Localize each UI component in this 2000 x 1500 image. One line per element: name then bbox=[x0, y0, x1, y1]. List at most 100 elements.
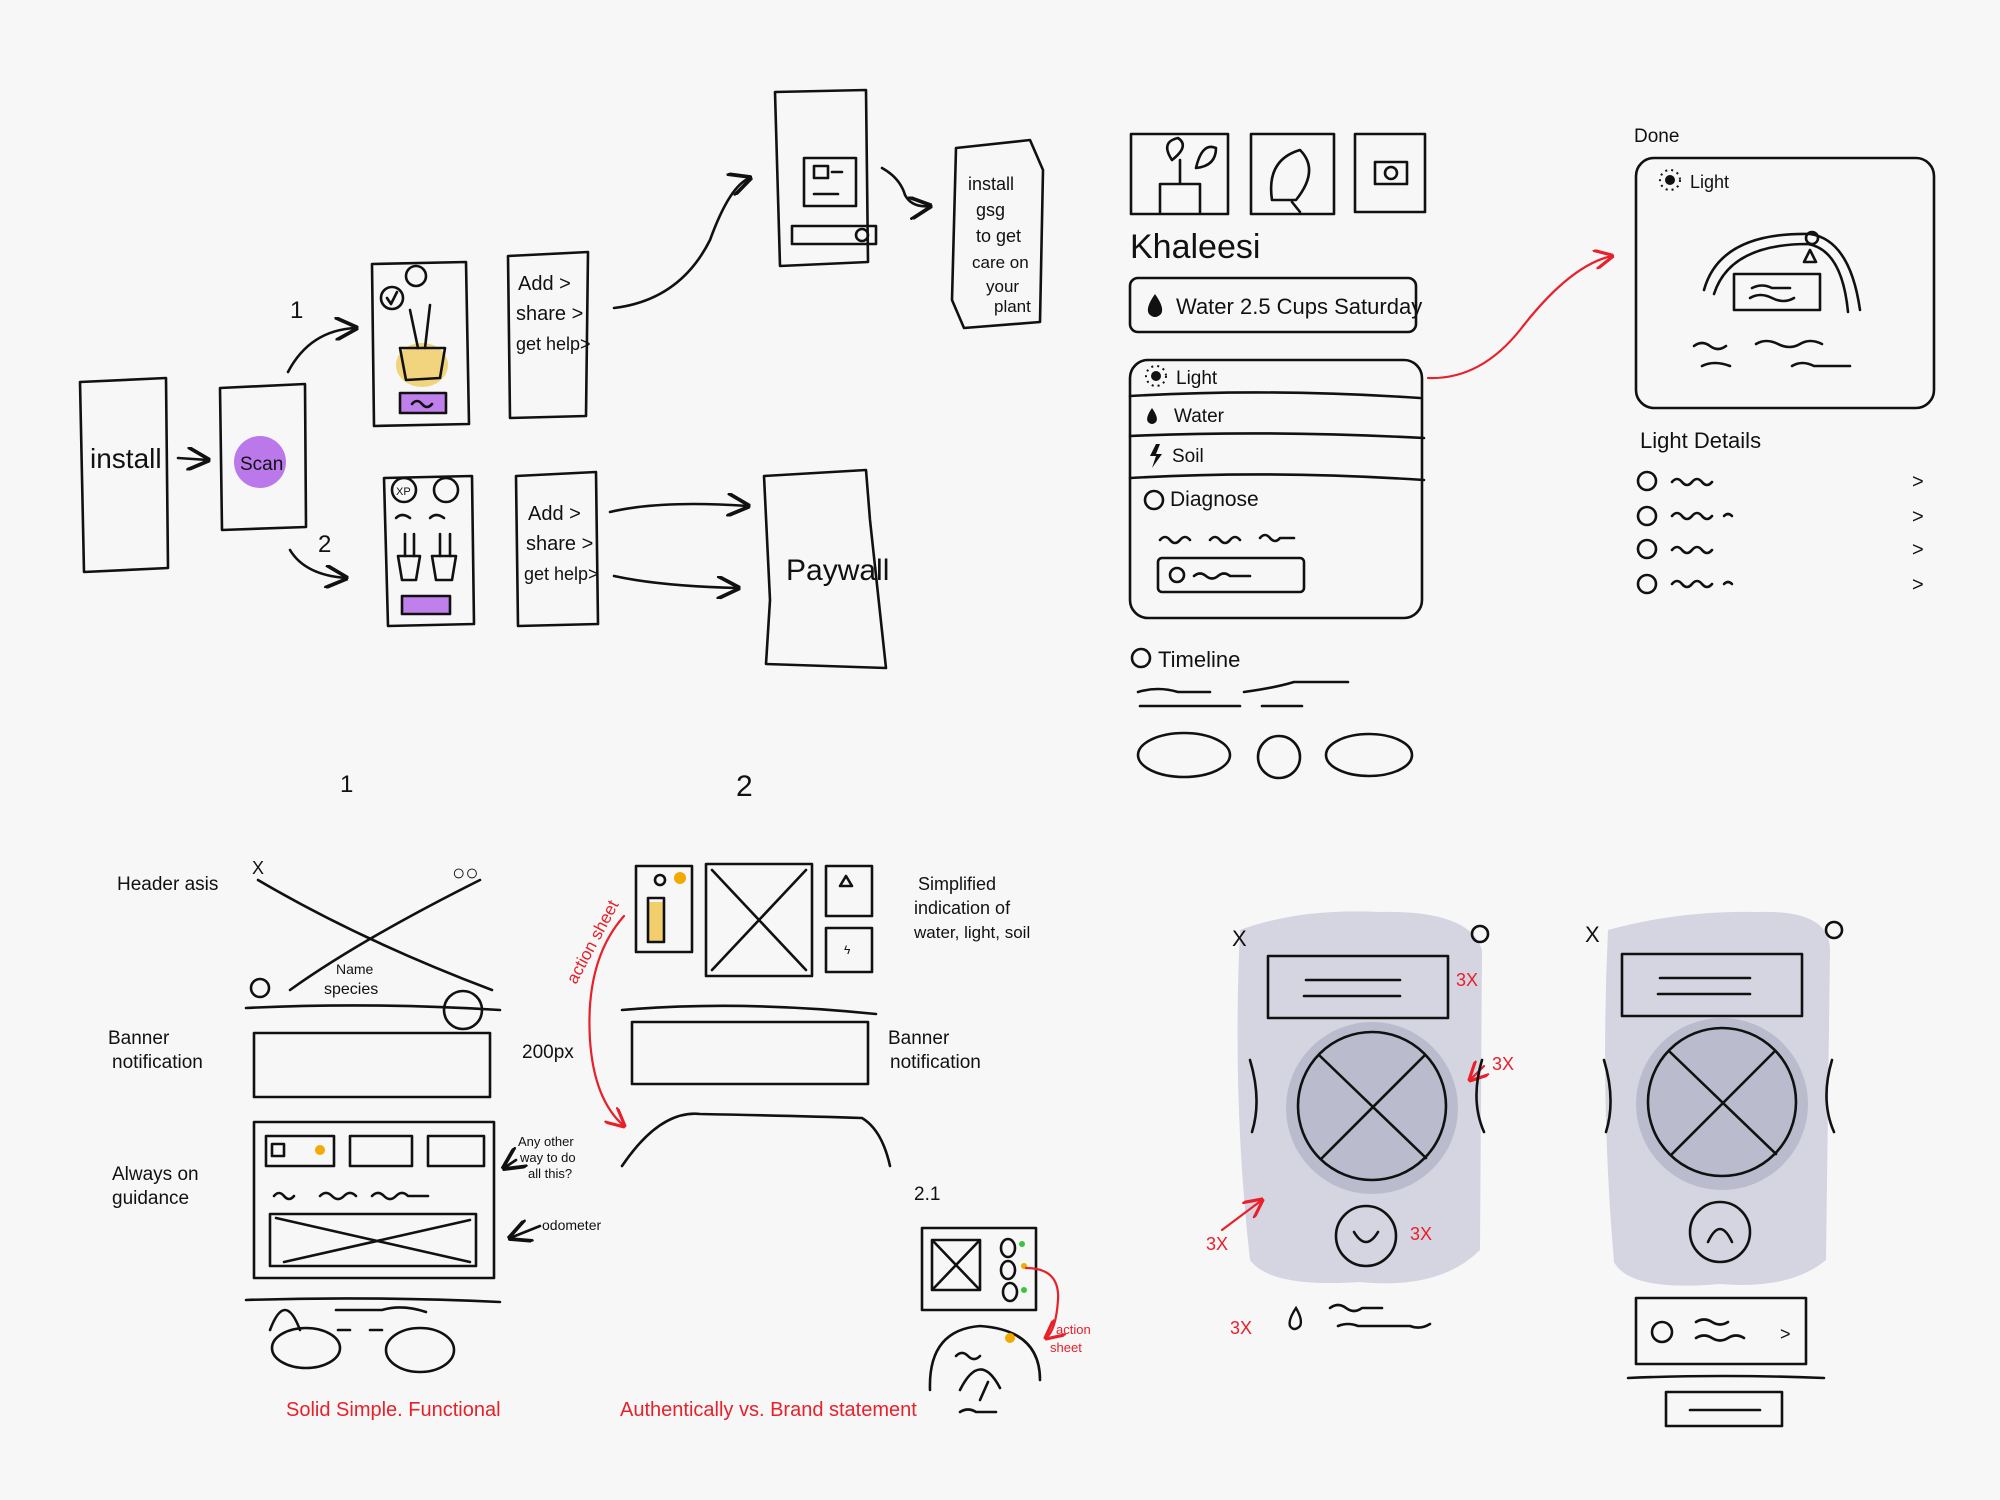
guidance-card bbox=[252, 1120, 496, 1280]
continue-button bbox=[398, 391, 448, 415]
paywall-screen: Paywall bbox=[762, 468, 889, 670]
chevron-right-icon: > bbox=[1912, 471, 1924, 493]
arrow bbox=[608, 504, 748, 512]
arrow bbox=[612, 178, 750, 310]
annotation: water, light, soil bbox=[913, 923, 1030, 942]
timeline-item bbox=[1256, 734, 1302, 780]
light-card bbox=[1634, 156, 1936, 410]
menu-item-share: share > bbox=[526, 533, 593, 555]
more-icon[interactable] bbox=[1470, 924, 1490, 944]
gsg-line: gsg bbox=[976, 200, 1005, 220]
care-row-water: Water bbox=[1147, 406, 1225, 427]
annotation: Banner bbox=[108, 1028, 170, 1049]
banner-placeholder bbox=[1620, 952, 1804, 1018]
sun-icon bbox=[1151, 371, 1161, 381]
check-icon bbox=[379, 285, 405, 311]
arrow bbox=[176, 458, 208, 460]
species-placeholder: species bbox=[324, 981, 378, 998]
annotation: Always on bbox=[112, 1164, 199, 1185]
annotation: all this? bbox=[528, 1166, 572, 1181]
scan-button bbox=[234, 436, 286, 488]
diagnose-button bbox=[1156, 556, 1306, 594]
input-field bbox=[790, 224, 878, 246]
menu-item-add: Add > bbox=[518, 273, 571, 295]
annotation: 3X bbox=[1230, 1318, 1252, 1338]
add-photo-button bbox=[1353, 132, 1427, 214]
action-button bbox=[1688, 1200, 1752, 1264]
annotation: action bbox=[1056, 1322, 1091, 1337]
odometer-placeholder bbox=[268, 1212, 478, 1268]
multi-plant-result-screen: XP bbox=[382, 474, 476, 628]
care-row-label: Diagnose bbox=[1170, 488, 1259, 511]
install-label: install bbox=[90, 443, 162, 474]
lightning-icon bbox=[1150, 444, 1162, 468]
menu-item-get-help: get help> bbox=[516, 334, 591, 354]
scan-screen: Scan bbox=[218, 382, 308, 532]
email-screen bbox=[773, 88, 878, 268]
chevron-right-icon: > bbox=[1912, 506, 1924, 528]
option-number: 1 bbox=[340, 771, 353, 798]
install-screen: install bbox=[78, 376, 170, 574]
plant-detail-screen: Khaleesi Water 2.5 Cups Saturday Light W… bbox=[1128, 132, 1427, 780]
plant-image-placeholder bbox=[1646, 1026, 1798, 1178]
single-plant-result-screen bbox=[370, 260, 471, 428]
timeline-item bbox=[1136, 731, 1232, 779]
xp-badge-icon bbox=[404, 264, 428, 288]
water-drop-icon bbox=[1147, 408, 1157, 424]
close-icon[interactable]: X bbox=[1585, 922, 1600, 947]
scan-label: Scan bbox=[240, 454, 283, 475]
xp-badge-icon bbox=[432, 476, 460, 504]
option-number: 2.1 bbox=[914, 1184, 940, 1205]
annotation: notification bbox=[112, 1052, 203, 1073]
annotation: guidance bbox=[112, 1188, 189, 1209]
list-item[interactable]: > bbox=[1636, 470, 1924, 493]
timeline-icon bbox=[1130, 647, 1152, 669]
care-row-label: Light bbox=[1176, 368, 1218, 389]
gsg-line: to get bbox=[976, 226, 1021, 246]
plant-pot-icon bbox=[398, 346, 447, 382]
arrow bbox=[286, 328, 356, 374]
more-icon[interactable] bbox=[1824, 920, 1844, 940]
list-item[interactable]: > bbox=[1636, 573, 1924, 596]
xp-badge-label: XP bbox=[396, 486, 411, 498]
branch-2-label: 2 bbox=[318, 531, 331, 558]
list-item[interactable]: > bbox=[1636, 505, 1924, 528]
close-icon[interactable]: X bbox=[1232, 926, 1247, 951]
gauge-marker bbox=[1804, 230, 1820, 246]
list-item[interactable]: > bbox=[1636, 538, 1924, 561]
water-banner-text: Water 2.5 Cups Saturday bbox=[1176, 294, 1422, 319]
red-arrow bbox=[1426, 256, 1612, 380]
annotation: 3X bbox=[1410, 1224, 1432, 1244]
option-2-wireframe: 2 ϟ Simplified indication of water, ligh… bbox=[563, 770, 1091, 1421]
menu-item-add: Add > bbox=[528, 503, 581, 525]
option-1-wireframe: 1 Header asis X ○○ Name species Banner n… bbox=[108, 771, 601, 1421]
plant-name: Khaleesi bbox=[1130, 228, 1260, 266]
care-row-light: Light bbox=[1145, 365, 1218, 389]
banner-notification-placeholder bbox=[252, 1031, 492, 1099]
plant-image-placeholder bbox=[704, 862, 814, 978]
annotation: 3X bbox=[1206, 1234, 1228, 1254]
annotation: Header asis bbox=[117, 874, 218, 895]
xp-badge-icon bbox=[390, 476, 418, 504]
light-details-title: Light Details bbox=[1640, 428, 1761, 453]
header-image-placeholder bbox=[256, 878, 494, 992]
gsg-line: your bbox=[986, 277, 1019, 296]
timeline-title: Timeline bbox=[1158, 647, 1240, 672]
action-sheet-placeholder bbox=[620, 1112, 892, 1168]
care-row-label: Soil bbox=[1172, 446, 1204, 467]
phone-mockup-b: X > bbox=[1585, 911, 1844, 1428]
sun-icon bbox=[653, 873, 667, 887]
indicator-card bbox=[634, 864, 694, 954]
done-button: Done bbox=[1634, 126, 1679, 147]
gsg-line: care on bbox=[972, 253, 1029, 272]
tagline: Solid Simple. Functional bbox=[286, 1399, 501, 1421]
banner-placeholder bbox=[1266, 954, 1450, 1020]
onboarding-flow: install Scan 1 2 Add > share > bbox=[78, 88, 1045, 670]
annotation: indication of bbox=[914, 898, 1011, 918]
annotation: 3X bbox=[1492, 1054, 1514, 1074]
name-placeholder: Name bbox=[336, 961, 374, 977]
options-screen-2: Add > share > get help> bbox=[514, 470, 600, 628]
camera-icon bbox=[1373, 160, 1409, 186]
close-icon: X bbox=[252, 858, 264, 878]
water-drop-icon bbox=[1288, 1305, 1303, 1331]
